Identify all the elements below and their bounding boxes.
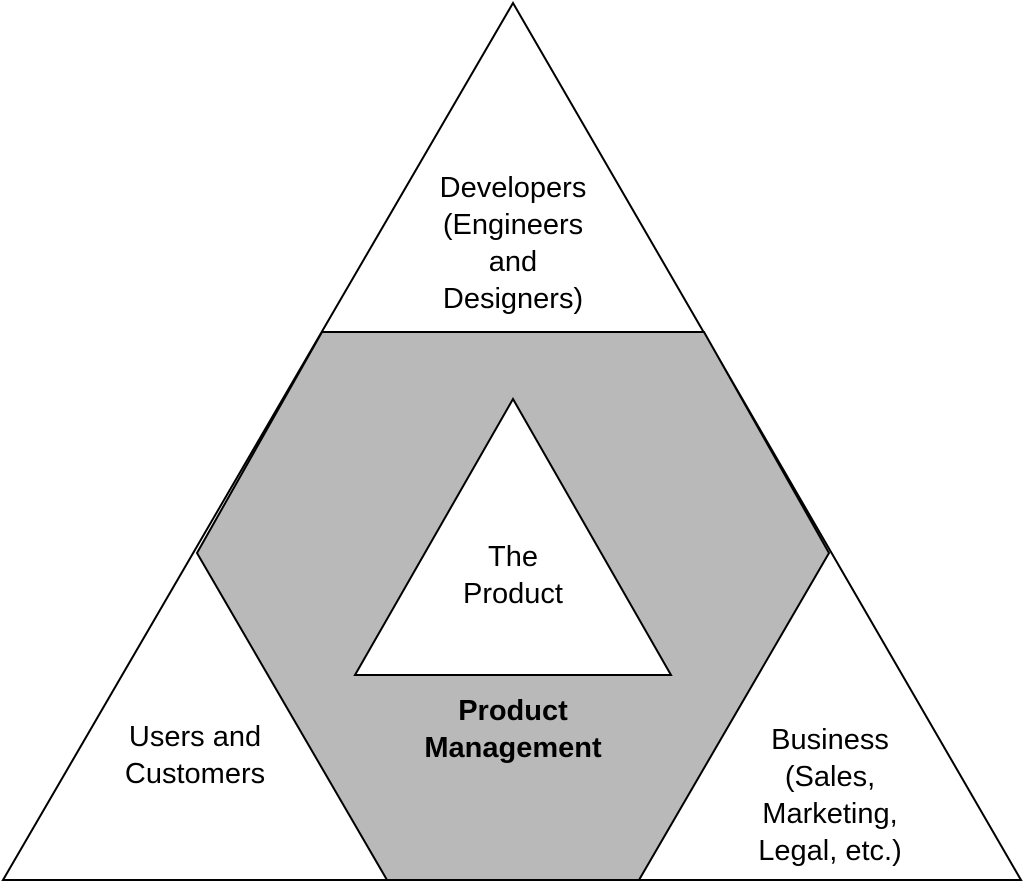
label-users-and-customers: Users and Customers xyxy=(124,721,266,790)
label-business: Business (Sales, Marketing, Legal, etc.) xyxy=(758,724,902,867)
label-product-management: Product Management xyxy=(424,695,602,764)
the-product-triangle xyxy=(353,396,673,676)
label-the-product: The Product xyxy=(463,541,563,610)
label-developers: Developers (Engineers and Designers) xyxy=(439,172,587,315)
